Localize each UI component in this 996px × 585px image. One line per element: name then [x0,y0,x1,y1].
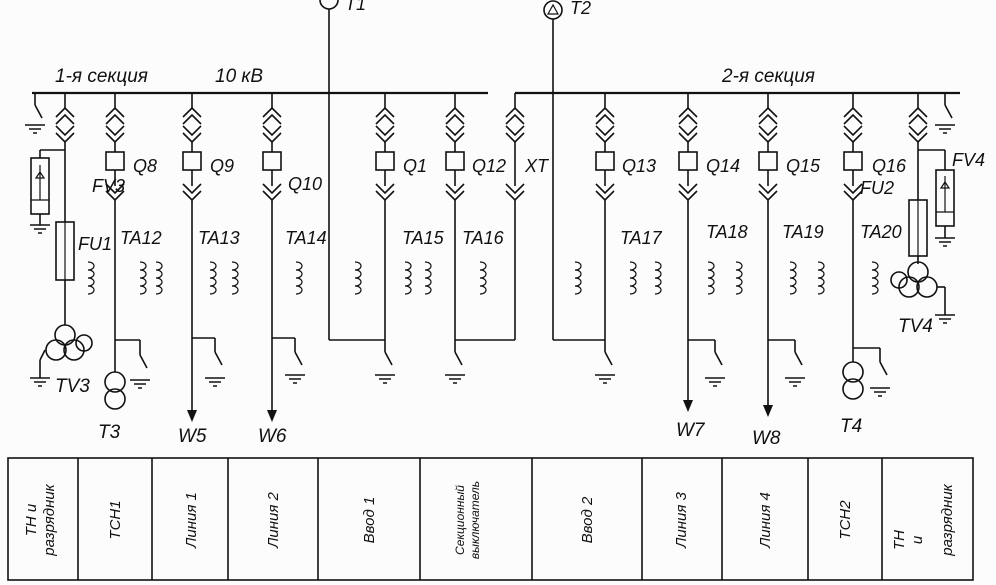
w7-label: W7 [676,420,706,441]
table-line3: Линия 3 [673,491,690,548]
tv4-label: TV4 [898,316,933,337]
q10-label: Q10 [288,174,322,194]
ta20-label: TA20 [860,222,902,242]
tv3-label: TV3 [55,376,90,397]
t4-symbol [842,361,864,383]
fv4-label: FV4 [952,150,985,170]
q13-label: Q13 [622,156,656,176]
t4-label: T4 [840,416,862,437]
t2-symbol [543,0,563,20]
ta15-label: TA15 [402,228,445,248]
breaker-q9 [182,151,202,171]
ta19-label: TA19 [782,222,824,242]
breaker-q12 [445,151,465,171]
table-tn-right-line2: и [909,535,926,544]
table-vvod1: Ввод 1 [361,497,378,544]
ta12-label: TA12 [120,228,162,248]
breaker-q1 [375,151,395,171]
breaker-q14 [678,151,698,171]
voltage-label: 10 кВ [215,66,263,87]
cell-line-1: Q9 TA13 W5 [178,93,240,447]
fu1-label: FU1 [78,234,112,254]
t2-label: T2 [570,0,591,18]
table-section-line2: выключатель [468,481,482,559]
fu2-label: FU2 [860,178,894,198]
cell-input-1: Q1 TA15 [354,93,445,384]
q1-label: Q1 [403,156,427,176]
ta16-label: TA16 [462,228,505,248]
breaker-q16 [843,151,863,171]
q16-label: Q16 [872,156,907,176]
t3-symbol [104,371,126,393]
ground-icon [24,124,46,134]
breaker-q13 [595,151,615,171]
t1-label: T1 [345,0,366,14]
table-line2: Линия 2 [265,491,282,548]
w6-label: W6 [258,426,287,447]
cell-section-breaker: Q12 TA16 [444,93,515,384]
ta14-label: TA14 [285,228,327,248]
table-line4: Линия 4 [757,492,774,549]
cell-tsn2: Q16 FU2 TA20 T4 [840,93,907,437]
w5-label: W5 [178,426,207,447]
ta17-label: TA17 [620,228,663,248]
t1-symbol [319,0,339,10]
section-2-label: 2-я секция [721,66,815,87]
cell-tn-right: FV4 TV4 [890,93,985,337]
cell-xt: XT [505,93,550,340]
cell-tsn1: Q8 TA12 T3 [87,93,163,443]
xt-label: XT [524,156,550,176]
table-section-line1: Секционный [453,485,467,555]
q14-label: Q14 [706,156,740,176]
w8-label: W8 [752,428,781,449]
table-tn-right-line3: разрядник [939,483,956,556]
cell-line-2: Q10 TA14 W6 [258,93,327,447]
cell-line-4: Q15 TA19 W8 [752,93,825,449]
table-tsn1: ТСН1 [107,500,124,539]
tv4-symbol [907,261,929,283]
q15-label: Q15 [786,156,821,176]
q12-label: Q12 [472,156,506,176]
ground-icon [934,124,956,134]
t3-label: T3 [98,422,121,443]
cell-table: ТН и разрядник ТСН1 Линия 1 Линия 2 Ввод… [7,457,974,581]
cell-line-3: Q14 TA18 W7 [676,93,748,441]
table-line1: Линия 1 [183,492,200,549]
breaker-q10 [262,151,282,171]
breaker-q15 [758,151,778,171]
section-1-label: 1-я секция [55,66,148,87]
ta18-label: TA18 [706,222,748,242]
q9-label: Q9 [210,156,234,176]
cell-input-2: Q13 TA17 [574,93,663,384]
table-tn-left-line2: разрядник [41,483,58,556]
breaker-q8 [105,151,125,171]
table-tn-left-line1: ТН и [23,503,40,536]
table-vvod2: Ввод 2 [579,496,596,543]
q8-label: Q8 [133,156,157,176]
table-tsn2: ТСН2 [837,500,854,540]
table-tn-right-line1: ТН [891,530,908,550]
tv3-symbol [54,324,76,346]
ta13-label: TA13 [198,228,240,248]
